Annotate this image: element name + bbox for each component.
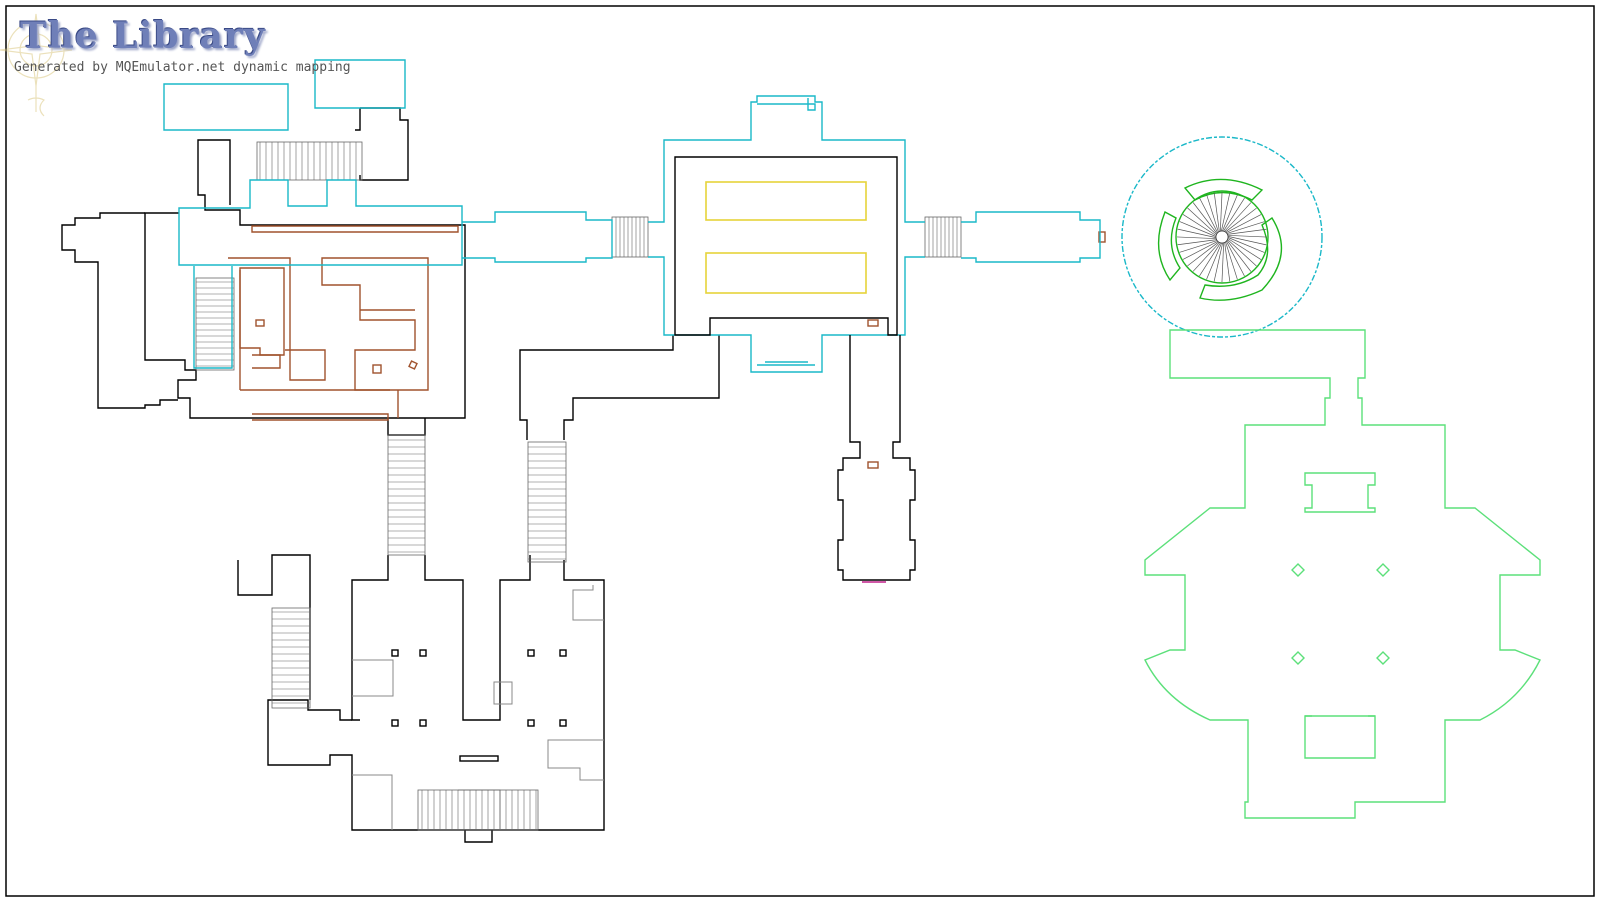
spiral-step <box>1223 202 1252 233</box>
spiral-step <box>1225 221 1265 235</box>
spiral-step <box>1179 239 1219 253</box>
spiral-step <box>1179 221 1218 238</box>
spiral-step <box>1177 239 1218 246</box>
brown-rooms <box>228 225 1106 469</box>
spiral-step <box>1221 241 1225 283</box>
spiral-step <box>1222 197 1245 233</box>
spiral-step <box>1226 238 1257 267</box>
spiral-step <box>1226 228 1267 235</box>
spiral-step <box>1206 194 1220 234</box>
spiral-step <box>1226 237 1262 260</box>
spiral-step <box>1187 241 1220 267</box>
spiral-step <box>1192 241 1221 272</box>
spiral-step <box>1219 191 1223 233</box>
west-wing <box>61 107 720 843</box>
spiral-step <box>1199 241 1222 277</box>
stairs <box>195 141 962 831</box>
spiral-step <box>1187 207 1218 236</box>
spiral-step <box>1199 197 1219 234</box>
compass-rose-icon <box>0 13 73 117</box>
spiral-step <box>1182 240 1219 260</box>
spiral-step <box>1213 241 1224 282</box>
map-border <box>5 5 1595 897</box>
map-subtitle: Generated by MQEmulator.net dynamic mapp… <box>14 60 351 75</box>
spiral-step <box>1224 207 1257 233</box>
dark-green-ring <box>1157 178 1283 301</box>
spiral-step <box>1182 214 1218 237</box>
spiral-step <box>1221 194 1238 233</box>
spiral-step <box>1226 235 1267 246</box>
spiral-step <box>1224 241 1231 282</box>
spiral-step <box>1224 240 1238 280</box>
stair-steps <box>196 142 958 830</box>
spiral-staircase <box>1176 191 1268 283</box>
map-title: The Library <box>20 15 266 57</box>
cyan-zones <box>163 59 1323 373</box>
spiral-step <box>1177 228 1218 239</box>
spiral-step <box>1226 234 1268 238</box>
spiral-step <box>1206 241 1223 280</box>
spiral-step <box>1176 236 1218 240</box>
spiral-step <box>1213 192 1220 233</box>
spiral-step <box>1226 236 1265 253</box>
light-green-halls <box>1144 329 1541 819</box>
spiral-step <box>1226 239 1252 272</box>
spiral-step <box>1225 214 1262 234</box>
gray-details <box>352 585 604 830</box>
spiral-step <box>1192 202 1218 235</box>
spiral-hub <box>1215 230 1229 244</box>
yellow-tables <box>705 181 867 294</box>
great-hall <box>674 156 916 581</box>
spiral-step <box>1220 192 1231 233</box>
spiral-step <box>1225 240 1245 277</box>
